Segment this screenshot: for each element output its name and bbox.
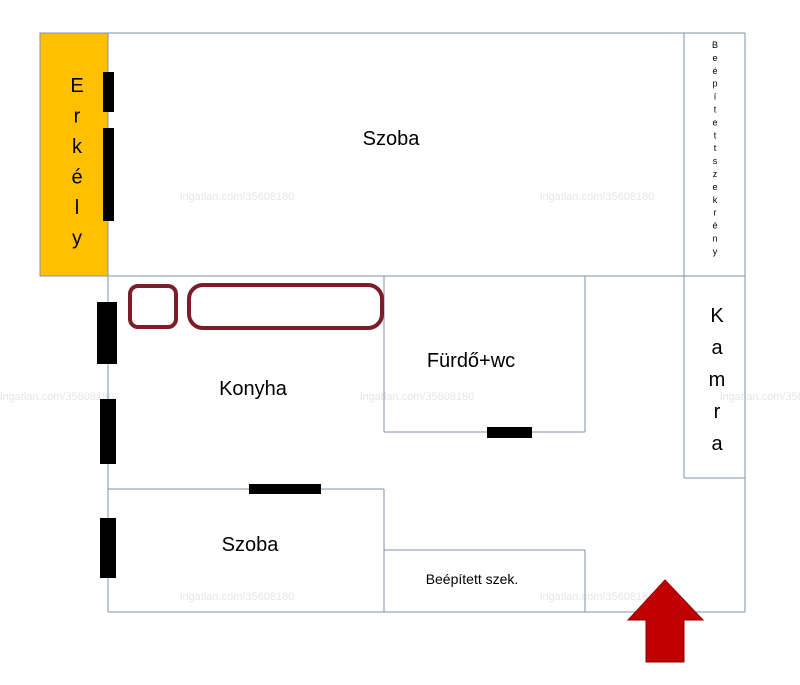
watermark-text: ingatlan.com/35608180 <box>360 391 474 403</box>
watermark-text: ingatlan.com/35608180 <box>0 391 114 403</box>
room-label-letter: é <box>71 167 82 189</box>
room-label-letter: a <box>711 433 723 455</box>
room-label-letter: t <box>714 105 717 115</box>
room-label-letter: r <box>74 106 81 128</box>
window-mark <box>97 302 117 364</box>
room-label-letter: s <box>713 156 718 166</box>
room-label-letter: t <box>714 130 717 140</box>
kitchen-counters <box>128 283 384 330</box>
watermark-text: ingatlan.com/35608180 <box>540 591 654 603</box>
room-label-furdo: Fürdő+wc <box>427 350 515 372</box>
watermark-text: ingatlan.com/35608180 <box>180 191 294 203</box>
room-label-letter: r <box>714 208 717 218</box>
window-mark <box>103 128 114 221</box>
room-label-letter: n <box>712 234 717 244</box>
door-mark <box>487 427 532 438</box>
room-label-szoba-top: Szoba <box>363 128 421 150</box>
room-label-letter: y <box>713 246 718 256</box>
room-label-letter: a <box>711 337 723 359</box>
room-label-letter: p <box>712 79 717 89</box>
door-mark <box>249 484 321 494</box>
room-label-beepitett-szek: Beépített szek. <box>426 571 519 587</box>
watermark-text: ingatlan.com/35608180 <box>720 391 800 403</box>
balcony-area <box>39 32 109 277</box>
room-label-konyha: Konyha <box>219 378 288 400</box>
window-mark <box>100 518 116 578</box>
room-label-letter: t <box>714 143 717 153</box>
watermark-text: ingatlan.com/35608180 <box>540 191 654 203</box>
room-label-letter: é <box>712 66 717 76</box>
room-label-letter: k <box>713 195 718 205</box>
room-label-letter: e <box>712 53 717 63</box>
room-label-letter: K <box>710 305 724 327</box>
room-label-letter: m <box>709 369 726 391</box>
window-mark <box>100 399 116 464</box>
walls <box>107 32 746 613</box>
room-label-letter: e <box>712 117 717 127</box>
room-label-letter: z <box>713 169 718 179</box>
room-label-letter: B <box>712 40 718 50</box>
room-label-letter: k <box>72 136 83 158</box>
watermark-text: ingatlan.com/35608180 <box>180 591 294 603</box>
room-label-letter: r <box>714 401 721 423</box>
room-label-letter: í <box>714 92 717 102</box>
window-marks <box>97 72 532 578</box>
room-label-szoba-bottom: Szoba <box>222 534 280 556</box>
watermark-layer: ingatlan.com/35608180 ingatlan.com/35608… <box>0 191 800 603</box>
window-mark <box>103 72 114 112</box>
counter-outline <box>128 284 178 329</box>
counter-outline <box>187 283 384 330</box>
room-label-letter: y <box>72 228 82 250</box>
room-label-letter: é <box>712 221 717 231</box>
room-label-letter: E <box>70 75 83 97</box>
up-arrow-icon <box>626 579 705 663</box>
room-label-letter: l <box>75 197 79 219</box>
room-label-letter: e <box>712 182 717 192</box>
